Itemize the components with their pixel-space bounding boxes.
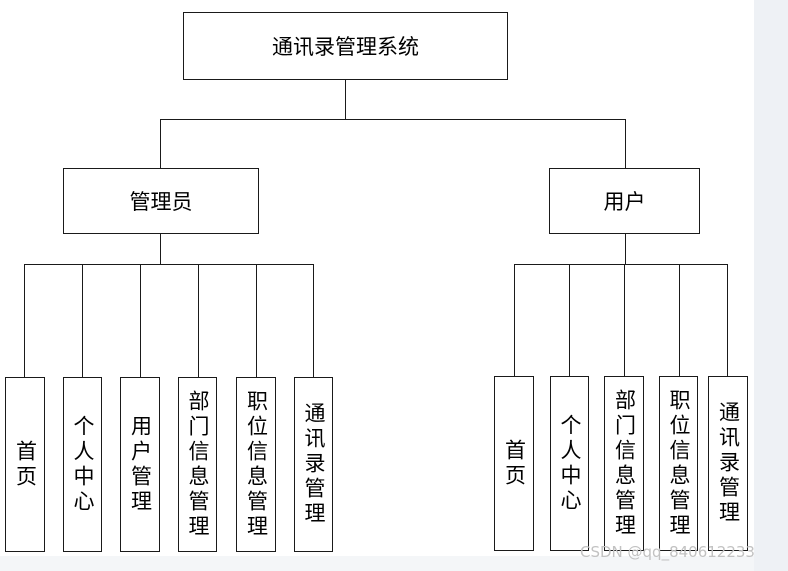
admin-down-line xyxy=(160,233,161,264)
admin-up-line xyxy=(160,119,161,169)
root-node: 通讯录管理系统 xyxy=(183,12,508,80)
admin-department-info-node: 部门信息管理 xyxy=(178,377,217,552)
level1-horizontal-line xyxy=(160,119,626,120)
admin-node: 管理员 xyxy=(63,168,259,234)
user-department-info-node: 部门信息管理 xyxy=(604,376,644,551)
user-down-line xyxy=(625,233,626,264)
admin-contacts-management-node: 通讯录管理 xyxy=(294,377,333,552)
user-child-line-3 xyxy=(624,264,625,376)
admin-children-horizontal-line xyxy=(24,264,314,265)
user-position-info-node: 职位信息管理 xyxy=(659,376,698,551)
user-child-line-5 xyxy=(727,264,728,376)
admin-child-line-6 xyxy=(313,264,314,377)
admin-child-line-5 xyxy=(256,264,257,377)
user-child-line-4 xyxy=(679,264,680,376)
user-node: 用户 xyxy=(549,168,700,234)
user-contacts-management-node: 通讯录管理 xyxy=(708,376,748,551)
admin-user-management-node: 用户管理 xyxy=(120,377,160,552)
bottom-margin-strip xyxy=(0,556,754,571)
user-home-node: 首页 xyxy=(494,376,534,551)
user-child-line-1 xyxy=(514,264,515,376)
admin-home-node: 首页 xyxy=(5,377,45,552)
user-up-line xyxy=(625,119,626,169)
root-down-line xyxy=(345,79,346,119)
admin-child-line-4 xyxy=(198,264,199,377)
user-personal-center-node: 个人中心 xyxy=(550,376,589,551)
csdn-watermark: CSDN @qq_840612233 xyxy=(580,543,755,561)
admin-child-line-3 xyxy=(140,264,141,377)
admin-position-info-node: 职位信息管理 xyxy=(236,377,276,552)
right-margin-strip xyxy=(754,0,788,571)
user-child-line-2 xyxy=(569,264,570,376)
user-children-horizontal-line xyxy=(514,264,728,265)
admin-child-line-1 xyxy=(24,264,25,377)
admin-personal-center-node: 个人中心 xyxy=(63,377,102,552)
admin-child-line-2 xyxy=(82,264,83,377)
